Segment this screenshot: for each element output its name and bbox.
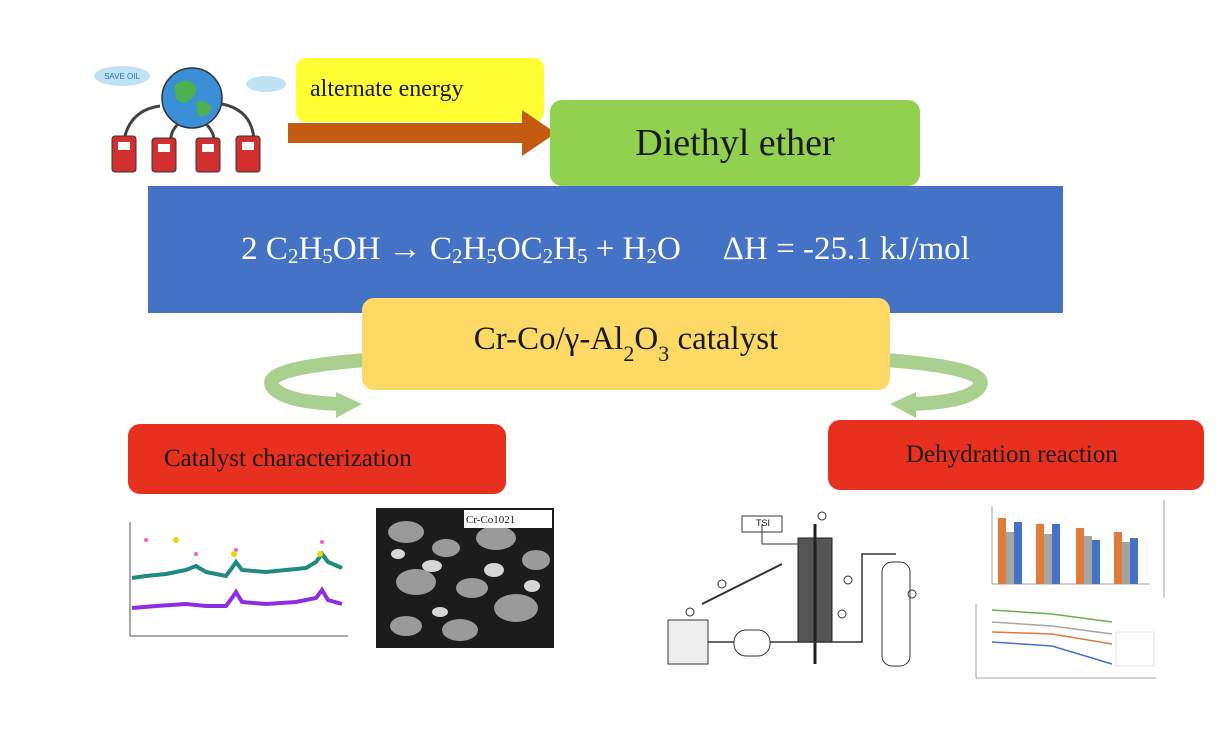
xrd-pattern-thumbnail xyxy=(129,522,348,637)
dehydration-label: Dehydration reaction xyxy=(906,441,1118,468)
save-oil-badge: SAVE OIL xyxy=(104,72,140,81)
conversion-bar-chart-thumbnail xyxy=(991,500,1165,598)
fuel-pump-icons xyxy=(111,135,261,173)
right-arrow-icon xyxy=(288,110,556,156)
reaction-enthalpy: ΔH = -25.1 kJ/mol xyxy=(722,231,970,267)
product-label: Diethyl ether xyxy=(635,122,835,164)
sem-image-thumbnail xyxy=(376,508,554,648)
selectivity-line-chart-thumbnail xyxy=(975,604,1156,679)
dehydration-reaction-box: Dehydration reaction xyxy=(828,420,1204,490)
alternate-energy-label: alternate energy xyxy=(296,58,544,122)
curved-arrows xyxy=(264,353,988,418)
catalyst-label: Cr-Co/γ-Al2O3 catalyst xyxy=(473,321,779,366)
reactor-setup-schematic xyxy=(667,511,917,667)
curved-arrow-right-icon xyxy=(885,353,988,411)
save-oil-globe-illustration: SAVE OIL xyxy=(94,66,286,173)
sem-sample-label: Cr-Co1021 xyxy=(466,514,516,526)
catalyst-box: Cr-Co/γ-Al2O3 catalyst xyxy=(362,298,890,390)
reaction-equation: 2 C2H5OH → C2H5OC2H5 + H2O xyxy=(241,230,681,268)
catalyst-characterization-box: Catalyst characterization xyxy=(128,424,506,494)
characterization-label: Catalyst characterization xyxy=(164,445,412,472)
diethyl-ether-box: Diethyl ether xyxy=(550,100,920,186)
reaction-equation-band: 2 C2H5OH → C2H5OC2H5 + H2O ΔH = -25.1 kJ… xyxy=(148,186,1063,313)
tsi-label: TSI xyxy=(756,518,771,528)
curved-arrow-left-icon xyxy=(264,353,367,411)
